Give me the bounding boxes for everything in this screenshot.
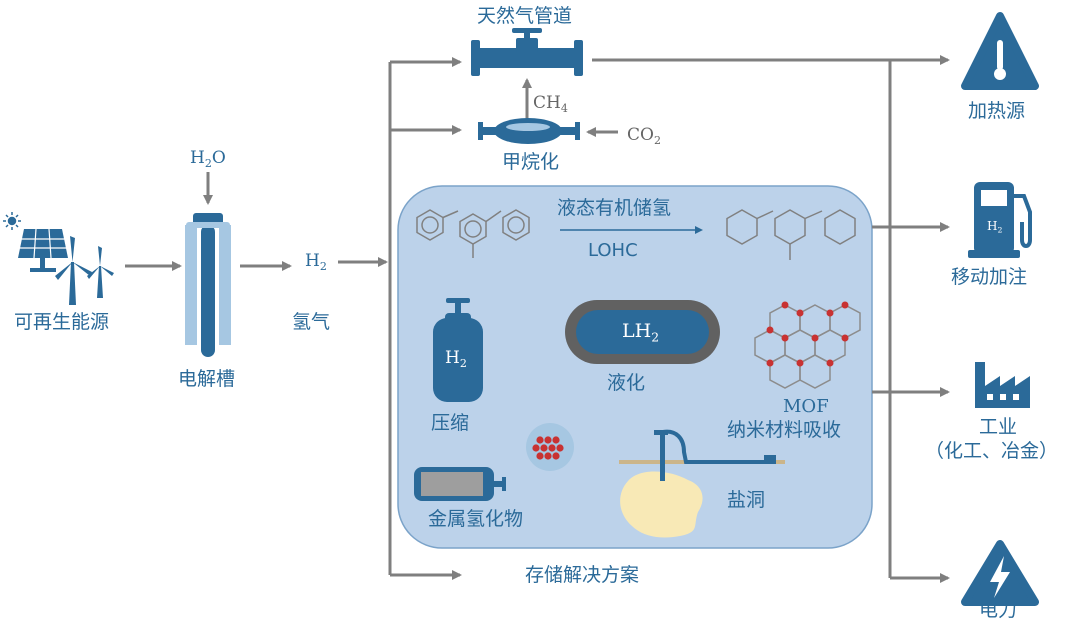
- ch4-label: CH4: [533, 93, 568, 115]
- storage-solutions-label: 存储解决方案: [525, 564, 640, 586]
- heat-source-label: 加热源: [968, 100, 1026, 122]
- methanation-label: 甲烷化: [502, 151, 560, 173]
- lohc-arrow-head: [695, 226, 703, 234]
- lh2-label: LH2: [622, 320, 660, 345]
- hydrogen-label: 氢气: [292, 311, 331, 333]
- benzene-ring-icon: [416, 209, 530, 258]
- compression-label: 压缩: [431, 412, 470, 434]
- nano-absorb-label: 纳米材料吸收: [727, 419, 842, 441]
- wind-turbine-icon: [55, 236, 114, 305]
- lh2-tank-icon: [565, 300, 720, 364]
- cyclohexane-ring-icon: [726, 209, 856, 260]
- pump-h2-label: H2: [987, 219, 1003, 235]
- lohc-title-label: 液态有机储氢: [557, 197, 672, 219]
- metal-hydride-label: 金属氢化物: [428, 508, 524, 530]
- lightning-warning-icon: [961, 540, 1039, 606]
- co2-label: CO2: [627, 125, 661, 147]
- salt-cavern-icon: [619, 429, 785, 538]
- solar-panel-icon: [18, 228, 68, 272]
- metal-hydride-tank-icon: [414, 423, 574, 501]
- factory-icon: [975, 362, 1030, 408]
- h2o-label: H2O: [190, 148, 226, 170]
- h2-label: H2: [305, 251, 327, 273]
- power-label: 电力: [979, 599, 1018, 621]
- liquefaction-label: 液化: [607, 372, 646, 394]
- storage-panel: [397, 185, 873, 549]
- sun-icon: [3, 212, 21, 230]
- mobile-refuel-label: 移动加注: [951, 266, 1028, 288]
- gas-cylinder-icon: [433, 298, 483, 402]
- electrolyzer-icon: [185, 213, 231, 357]
- pipeline-icon: [471, 28, 583, 76]
- cylinder-h2-label: H2: [445, 348, 467, 370]
- industry-sub-label: （化工、冶金）: [925, 440, 1059, 462]
- reactor-icon: [478, 118, 580, 144]
- mof-label: MOF: [783, 396, 829, 417]
- renewable-label: 可再生能源: [14, 311, 110, 333]
- pipeline-label: 天然气管道: [477, 5, 573, 27]
- electrolyzer-label: 电解槽: [178, 368, 236, 390]
- mof-lattice-icon: [754, 301, 861, 389]
- lohc-label: LOHC: [588, 240, 638, 261]
- thermometer-warning-icon: [961, 12, 1039, 90]
- industry-label: 工业: [979, 416, 1018, 438]
- fuel-pump-icon: [968, 182, 1032, 258]
- salt-cavern-label: 盐洞: [727, 489, 766, 511]
